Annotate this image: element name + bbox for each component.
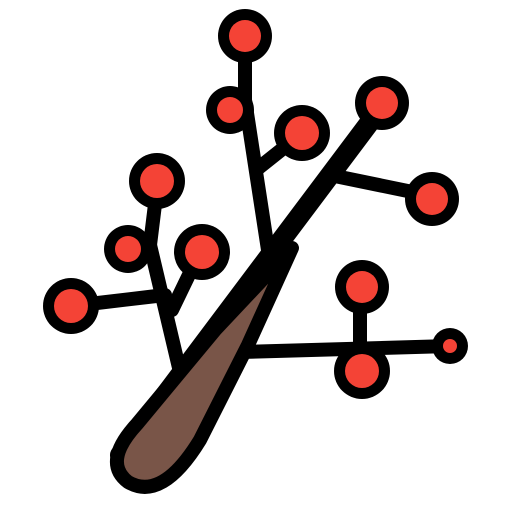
berry	[405, 172, 459, 226]
berry	[334, 343, 390, 399]
berry-fill	[217, 97, 243, 123]
berry	[355, 76, 409, 130]
berry	[174, 224, 230, 280]
berry-fill	[115, 236, 141, 262]
berry-fill	[229, 20, 261, 52]
berry-fill	[285, 116, 319, 150]
berry-fill	[185, 235, 219, 269]
berry-fill	[443, 339, 457, 353]
berry	[218, 9, 272, 63]
stem-fill	[109, 241, 299, 494]
berry-fill	[346, 271, 378, 303]
berry	[129, 153, 185, 209]
berry-fill	[140, 164, 174, 198]
berry	[104, 225, 152, 273]
berry-fill	[416, 183, 448, 215]
berry	[335, 260, 389, 314]
berry	[43, 278, 99, 334]
berry-fill	[54, 289, 88, 323]
berry	[432, 328, 468, 364]
berry-fill	[366, 87, 398, 119]
berry	[274, 105, 330, 161]
berry-fill	[345, 354, 379, 388]
twig	[143, 238, 187, 379]
berry	[206, 86, 254, 134]
